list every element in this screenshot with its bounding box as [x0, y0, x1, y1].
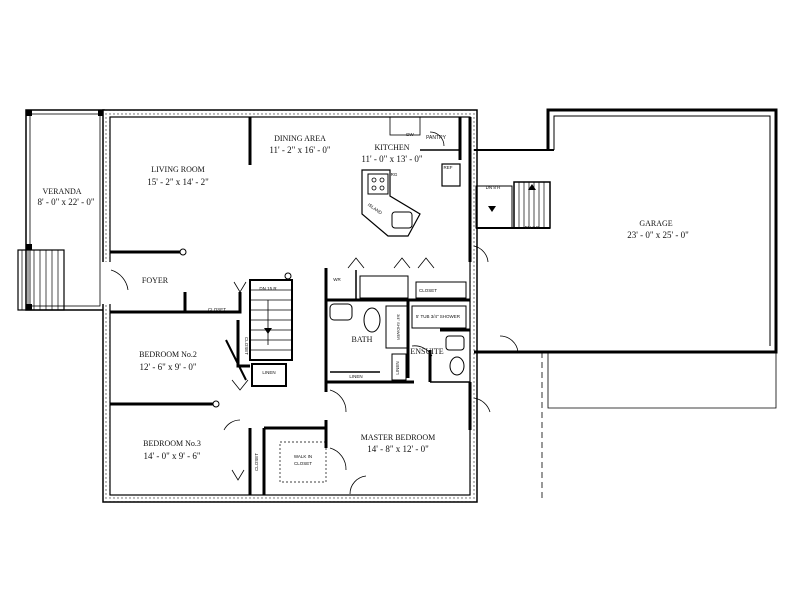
foyer-closet-label: CLOSET — [208, 307, 226, 312]
bedroom2-closet-label: CLOSET — [244, 337, 249, 355]
garage-walls — [474, 108, 778, 500]
room-label-master: MASTER BEDROOM 14' - 8" x 12' - 0" — [361, 433, 435, 454]
svg-text:8' - 0" x 22' - 0": 8' - 0" x 22' - 0" — [37, 197, 94, 207]
svg-text:KITCHEN: KITCHEN — [374, 143, 409, 152]
room-label-garage: GARAGE 23' - 0" x 25' - 0" — [627, 219, 689, 240]
dishwasher-label: DW — [406, 132, 414, 137]
svg-text:LIVING ROOM: LIVING ROOM — [151, 165, 205, 174]
room-label-dining: DINING AREA 11' - 2" x 16' - 0" — [269, 134, 331, 155]
room-label-veranda: VERANDA 8' - 0" x 22' - 0" — [37, 187, 94, 207]
veranda-steps — [17, 249, 65, 311]
door-swings — [110, 245, 519, 495]
svg-text:VERANDA: VERANDA — [42, 187, 81, 196]
tub-shower-label: 5' TUB 3/4" SHOWER — [416, 314, 461, 319]
svg-text:15' - 2" x 14' - 2": 15' - 2" x 14' - 2" — [147, 177, 209, 187]
svg-text:14' - 8" x 12' - 0": 14' - 8" x 12' - 0" — [367, 444, 429, 454]
room-label-bath: BATH — [352, 335, 373, 344]
bath-linen-label: LINEN — [349, 374, 362, 379]
pantry-label: PANTRY — [426, 135, 446, 141]
svg-text:12' - 6" x 9' - 0": 12' - 6" x 9' - 0" — [139, 362, 196, 372]
room-label-bedroom3: BEDROOM No.3 14' - 0" x 9' - 6" — [143, 439, 201, 461]
veranda — [25, 109, 105, 311]
svg-text:FOYER: FOYER — [142, 276, 169, 285]
room-label-ensuite: ENSUITE — [410, 347, 443, 356]
basement-stair-label: DN 15 R — [259, 286, 277, 291]
svg-text:11' - 2" x 16' - 0": 11' - 2" x 16' - 0" — [269, 145, 331, 155]
svg-text:11' - 0" x 13' - 0": 11' - 0" x 13' - 0" — [361, 154, 423, 164]
ensuite-linen-label: LINEN — [395, 361, 400, 374]
svg-text:23' - 0" x 25' - 0": 23' - 0" x 25' - 0" — [627, 230, 689, 240]
walkin-closet-label-2: CLOSET — [294, 461, 312, 466]
room-label-foyer: FOYER — [142, 276, 169, 285]
stair-arrows — [264, 184, 536, 334]
svg-text:DINING AREA: DINING AREA — [274, 134, 326, 143]
range-label: RG — [391, 172, 398, 177]
svg-text:14' - 0" x 9' - 6": 14' - 0" x 9' - 6" — [143, 451, 200, 461]
walkin-closet-label-1: WALK IN — [294, 454, 312, 459]
fridge-label: REF — [444, 165, 453, 170]
bedroom3-closet-label: CLOSET — [254, 453, 259, 471]
svg-text:BEDROOM No.3: BEDROOM No.3 — [143, 439, 201, 448]
svg-text:ENSUITE: ENSUITE — [410, 347, 443, 356]
garage-stair-up-label: DN 7 R — [525, 225, 541, 230]
svg-text:BEDROOM No.2: BEDROOM No.2 — [139, 350, 197, 359]
garage-stair-down-label: DN 8 R — [486, 185, 502, 190]
bath-closet-label: CLOSET — [419, 288, 437, 293]
svg-text:MASTER BEDROOM: MASTER BEDROOM — [361, 433, 435, 442]
interior-walls — [110, 116, 551, 495]
bedroom2-linen-label: LINEN — [262, 370, 275, 375]
room-label-living: LIVING ROOM 15' - 2" x 14' - 2" — [147, 165, 209, 187]
room-label-bedroom2: BEDROOM No.2 12' - 6" x 9' - 0" — [139, 350, 197, 372]
ensuite-shower-label: 3/4" SHOWER — [396, 314, 401, 340]
wr-label: WR — [333, 277, 341, 282]
svg-text:GARAGE: GARAGE — [639, 219, 672, 228]
room-label-kitchen: KITCHEN 11' - 0" x 13' - 0" — [361, 143, 423, 164]
svg-text:BATH: BATH — [352, 335, 373, 344]
